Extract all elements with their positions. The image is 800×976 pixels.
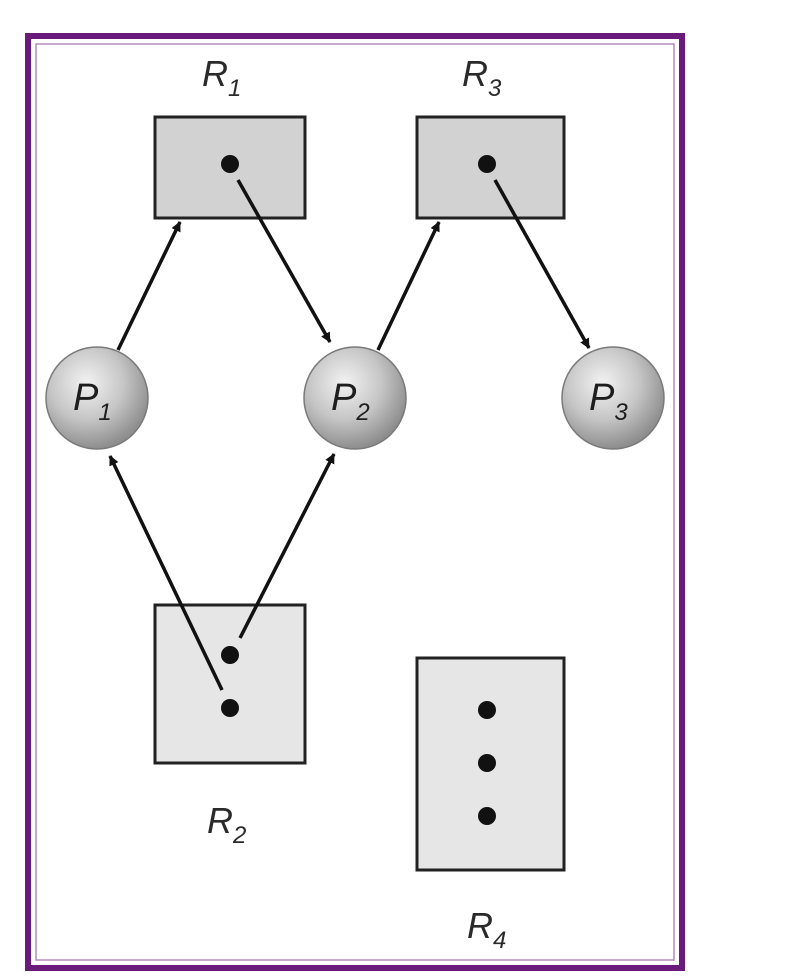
process-p3-label: P3	[589, 377, 628, 426]
inner-frame	[35, 43, 675, 961]
r2-instance-dot	[221, 646, 239, 664]
process-p1-label: P1	[73, 377, 112, 426]
r3-instance-dot	[478, 155, 496, 173]
process-p2-label: P2	[331, 377, 370, 426]
edge-r3-to-p3	[493, 179, 591, 349]
resource-r2-label: R2	[207, 800, 246, 849]
resource-r2-box	[153, 603, 307, 765]
resource-r1-label: R1	[202, 53, 241, 102]
edge-r2-to-p1	[108, 455, 224, 691]
resource-r3-label: R3	[462, 53, 502, 102]
r4-instance-dot	[478, 807, 496, 825]
outer-frame	[25, 33, 685, 971]
r4-instance-dot	[478, 754, 496, 772]
process-p2-node	[303, 346, 407, 450]
resource-r4-label: R4	[467, 905, 506, 954]
r4-instance-dot	[478, 701, 496, 719]
r1-instance-dot	[221, 155, 239, 173]
edge-r2-to-p2	[238, 453, 336, 639]
edge-p2-to-r3	[376, 221, 441, 351]
resource-r1-box	[153, 115, 307, 220]
r2-instance-dot	[221, 699, 239, 717]
edge-r1-to-p2	[236, 179, 332, 343]
process-p3-node	[561, 346, 665, 450]
edge-p1-to-r1	[116, 221, 182, 351]
process-p1-node	[45, 346, 149, 450]
